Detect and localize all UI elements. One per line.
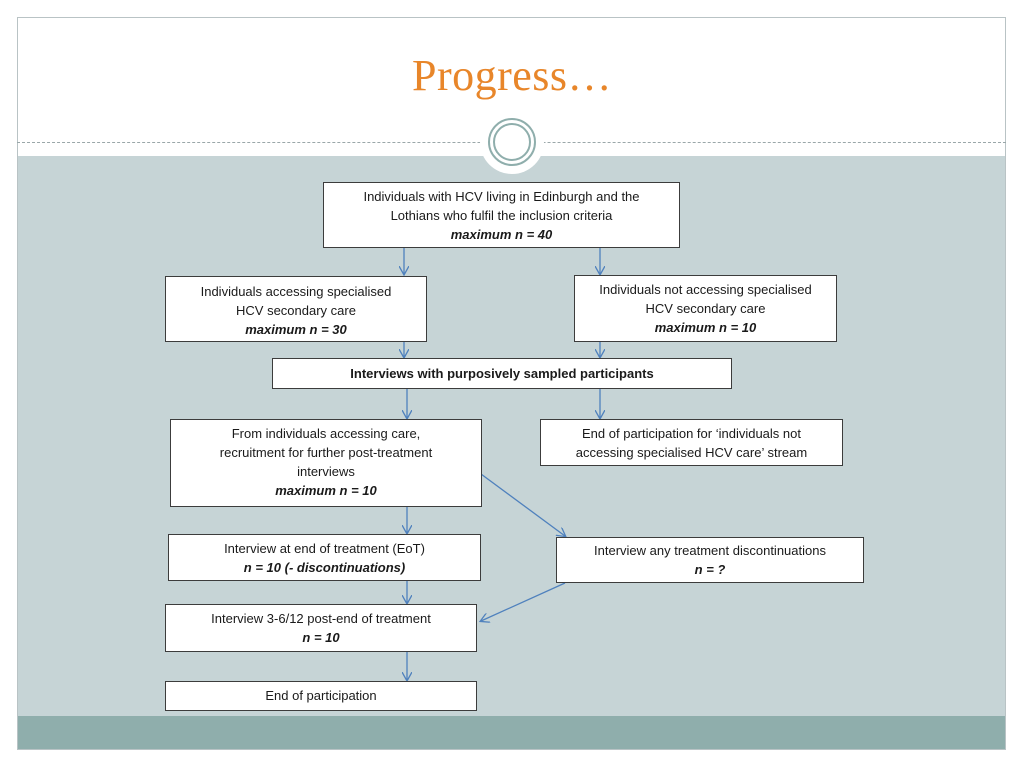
box-interviews: Interviews with purposively sampled part… [272, 358, 732, 389]
box-recruitment: From individuals accessing care, recruit… [170, 419, 482, 507]
box-end-of-participation: End of participation [165, 681, 477, 711]
footer-bar [18, 716, 1005, 749]
box-post-eot-interview: Interview 3-6/12 post-end of treatment n… [165, 604, 477, 652]
box-not-accessing-care: Individuals not accessing specialised HC… [574, 275, 837, 342]
slide-title: Progress… [411, 51, 613, 100]
box-end-not-accessing-stream: End of participation for ‘individuals no… [540, 419, 843, 466]
box-eot-interview: Interview at end of treatment (EoT) n = … [168, 534, 481, 581]
box-eligible-population: Individuals with HCV living in Edinburgh… [323, 182, 680, 248]
box-discontinuations: Interview any treatment discontinuations… [556, 537, 864, 583]
medallion-ring-inner [493, 123, 531, 161]
box-accessing-care: Individuals accessing specialised HCV se… [165, 276, 427, 342]
